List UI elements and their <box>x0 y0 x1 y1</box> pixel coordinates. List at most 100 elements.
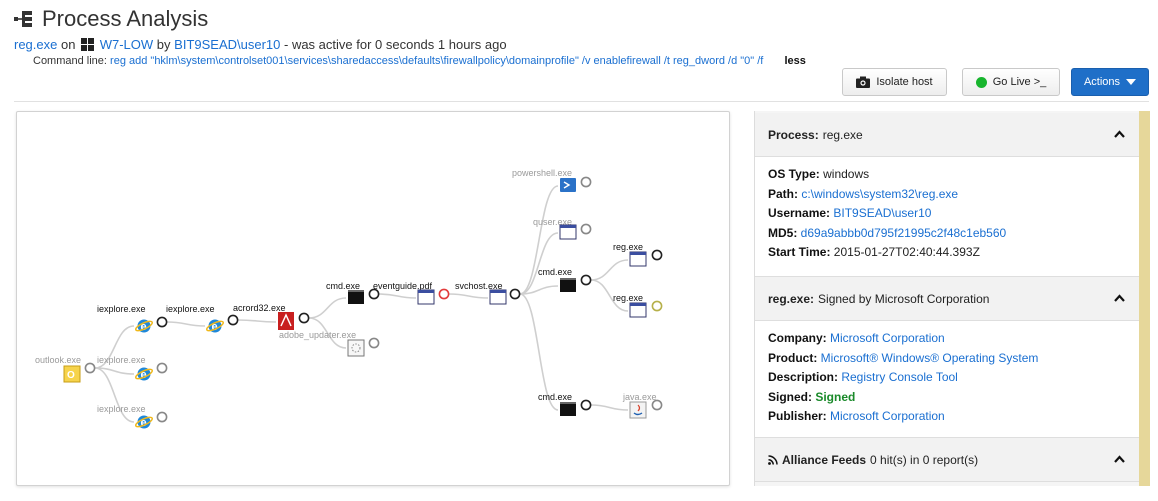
expand-node-handle[interactable] <box>156 411 168 423</box>
detail-value-link[interactable]: d69a9abbb0d795f21995c2f48c1eb560 <box>800 225 1007 240</box>
expand-node-handle[interactable] <box>651 249 663 261</box>
isolate-host-button[interactable]: Isolate host <box>842 68 947 96</box>
go-live-button[interactable]: Go Live >_ <box>962 68 1060 96</box>
process-node-label: powershell.exe <box>512 168 572 178</box>
process-node-label: iexplore.exe <box>97 304 146 314</box>
expand-node-handle[interactable] <box>298 312 310 324</box>
detail-row: Description: Registry Console Tool <box>768 368 1126 388</box>
process-section-header[interactable]: Process: reg.exe <box>755 113 1139 157</box>
expand-node-handle[interactable] <box>156 362 168 374</box>
detail-value-link[interactable]: Registry Console Tool <box>841 370 958 384</box>
process-tree-graph[interactable]: outlook.exeOiexplore.exeeiexplore.exeeie… <box>17 112 731 487</box>
detail-label: Start Time: <box>768 245 834 259</box>
expand-node-handle[interactable] <box>156 316 168 328</box>
tree-edge <box>378 293 417 299</box>
detail-row: Publisher: Microsoft Corporation <box>768 407 1126 427</box>
expand-node-handle[interactable] <box>580 399 592 411</box>
detail-value-link[interactable]: Microsoft® Windows® Operating System <box>820 350 1039 365</box>
process-node[interactable]: cmd.exe <box>538 267 592 292</box>
svg-text:e: e <box>141 369 147 381</box>
detail-value-link[interactable]: Microsoft Corporation <box>830 409 945 423</box>
console-icon <box>560 402 576 416</box>
actions-dropdown-button[interactable]: Actions <box>1071 68 1149 96</box>
process-name-link[interactable]: reg.exe <box>14 37 58 52</box>
detail-label: Company: <box>768 331 831 345</box>
outlook-icon: O <box>63 365 81 383</box>
tree-edge <box>519 285 559 295</box>
signature-section-header[interactable]: reg.exe: Signed by Microsoft Corporation <box>755 277 1139 321</box>
process-node-label: java.exe <box>622 392 657 402</box>
process-node[interactable]: reg.exe <box>613 242 663 267</box>
detail-row: MD5: d69a9abbb0d795f21995c2f48c1eb560 <box>768 224 1126 244</box>
console-icon <box>348 290 364 304</box>
expand-node-handle[interactable] <box>227 314 239 326</box>
page-title-text: Process Analysis <box>42 6 209 31</box>
expand-node-handle[interactable] <box>438 288 450 300</box>
detail-label: Path: <box>768 186 802 201</box>
chevron-up-icon[interactable] <box>1114 294 1125 302</box>
expand-node-handle[interactable] <box>580 176 592 188</box>
live-status-icon <box>975 76 987 88</box>
command-line-value[interactable]: reg add "hklm\system\controlset001\servi… <box>110 55 764 67</box>
process-node[interactable]: cmd.exe <box>538 392 592 416</box>
user-link[interactable]: BIT9SEAD\user10 <box>174 37 281 52</box>
tree-edge <box>308 317 347 349</box>
feeds-heading-label: Alliance Feeds <box>782 452 867 467</box>
expand-node-handle[interactable] <box>651 399 663 411</box>
tree-edge <box>590 279 629 312</box>
process-node-label: reg.exe <box>613 242 643 252</box>
process-node[interactable]: svchost.exe <box>455 281 521 305</box>
expand-node-handle[interactable] <box>368 288 380 300</box>
process-node[interactable]: acrord32.exe <box>233 303 310 330</box>
detail-label: Product: <box>768 350 821 365</box>
process-node[interactable]: reg.exe <box>613 293 663 318</box>
svg-text:O: O <box>67 370 75 381</box>
expand-node-handle[interactable] <box>368 337 380 349</box>
detail-value-link[interactable]: c:\windows\system32\reg.exe <box>801 186 959 201</box>
window-icon <box>489 289 507 305</box>
detail-label: Signed: <box>768 389 816 404</box>
less-toggle[interactable]: less <box>784 55 806 67</box>
process-node[interactable]: java.exe <box>622 392 663 419</box>
detail-value-link[interactable]: Microsoft Corporation <box>830 331 945 345</box>
window-icon <box>629 251 647 267</box>
tree-edge <box>590 404 629 411</box>
on-text: on <box>61 37 76 52</box>
tree-edge <box>519 185 559 295</box>
tree-edge <box>166 321 206 327</box>
process-node[interactable]: powershell.exe <box>512 168 592 192</box>
process-node[interactable]: quser.exe <box>533 217 592 240</box>
expand-node-handle[interactable] <box>651 300 663 312</box>
expand-node-handle[interactable] <box>509 288 521 300</box>
process-node[interactable]: cmd.exe <box>326 281 380 304</box>
process-node[interactable]: adobe_updater.exe <box>279 330 380 357</box>
active-duration-text: - was active for 0 seconds 1 hours ago <box>284 37 507 52</box>
command-line-label: Command line: <box>33 55 107 67</box>
caret-down-icon <box>1126 79 1137 85</box>
process-node[interactable]: eventguide.pdf <box>373 281 450 305</box>
expand-node-handle[interactable] <box>580 274 592 286</box>
host-link[interactable]: W7-LOW <box>99 37 154 52</box>
chevron-up-icon[interactable] <box>1114 455 1125 463</box>
detail-row: Company: Microsoft Corporation <box>768 329 1126 349</box>
detail-label: Description: <box>768 370 842 384</box>
ie-icon: e <box>134 367 154 381</box>
expand-node-handle[interactable] <box>84 362 96 374</box>
window-icon <box>629 302 647 318</box>
process-node-label: svchost.exe <box>455 281 503 291</box>
process-node-label: quser.exe <box>533 217 572 227</box>
feeds-section-header[interactable]: Alliance Feeds 0 hit(s) in 0 report(s) <box>755 438 1139 482</box>
detail-value-link[interactable]: BIT9SEAD\user10 <box>833 206 932 220</box>
chevron-up-icon[interactable] <box>1114 130 1125 138</box>
detail-label: Publisher: <box>768 409 831 423</box>
expand-node-handle[interactable] <box>580 223 592 235</box>
process-node-label: iexplore.exe <box>97 404 146 414</box>
